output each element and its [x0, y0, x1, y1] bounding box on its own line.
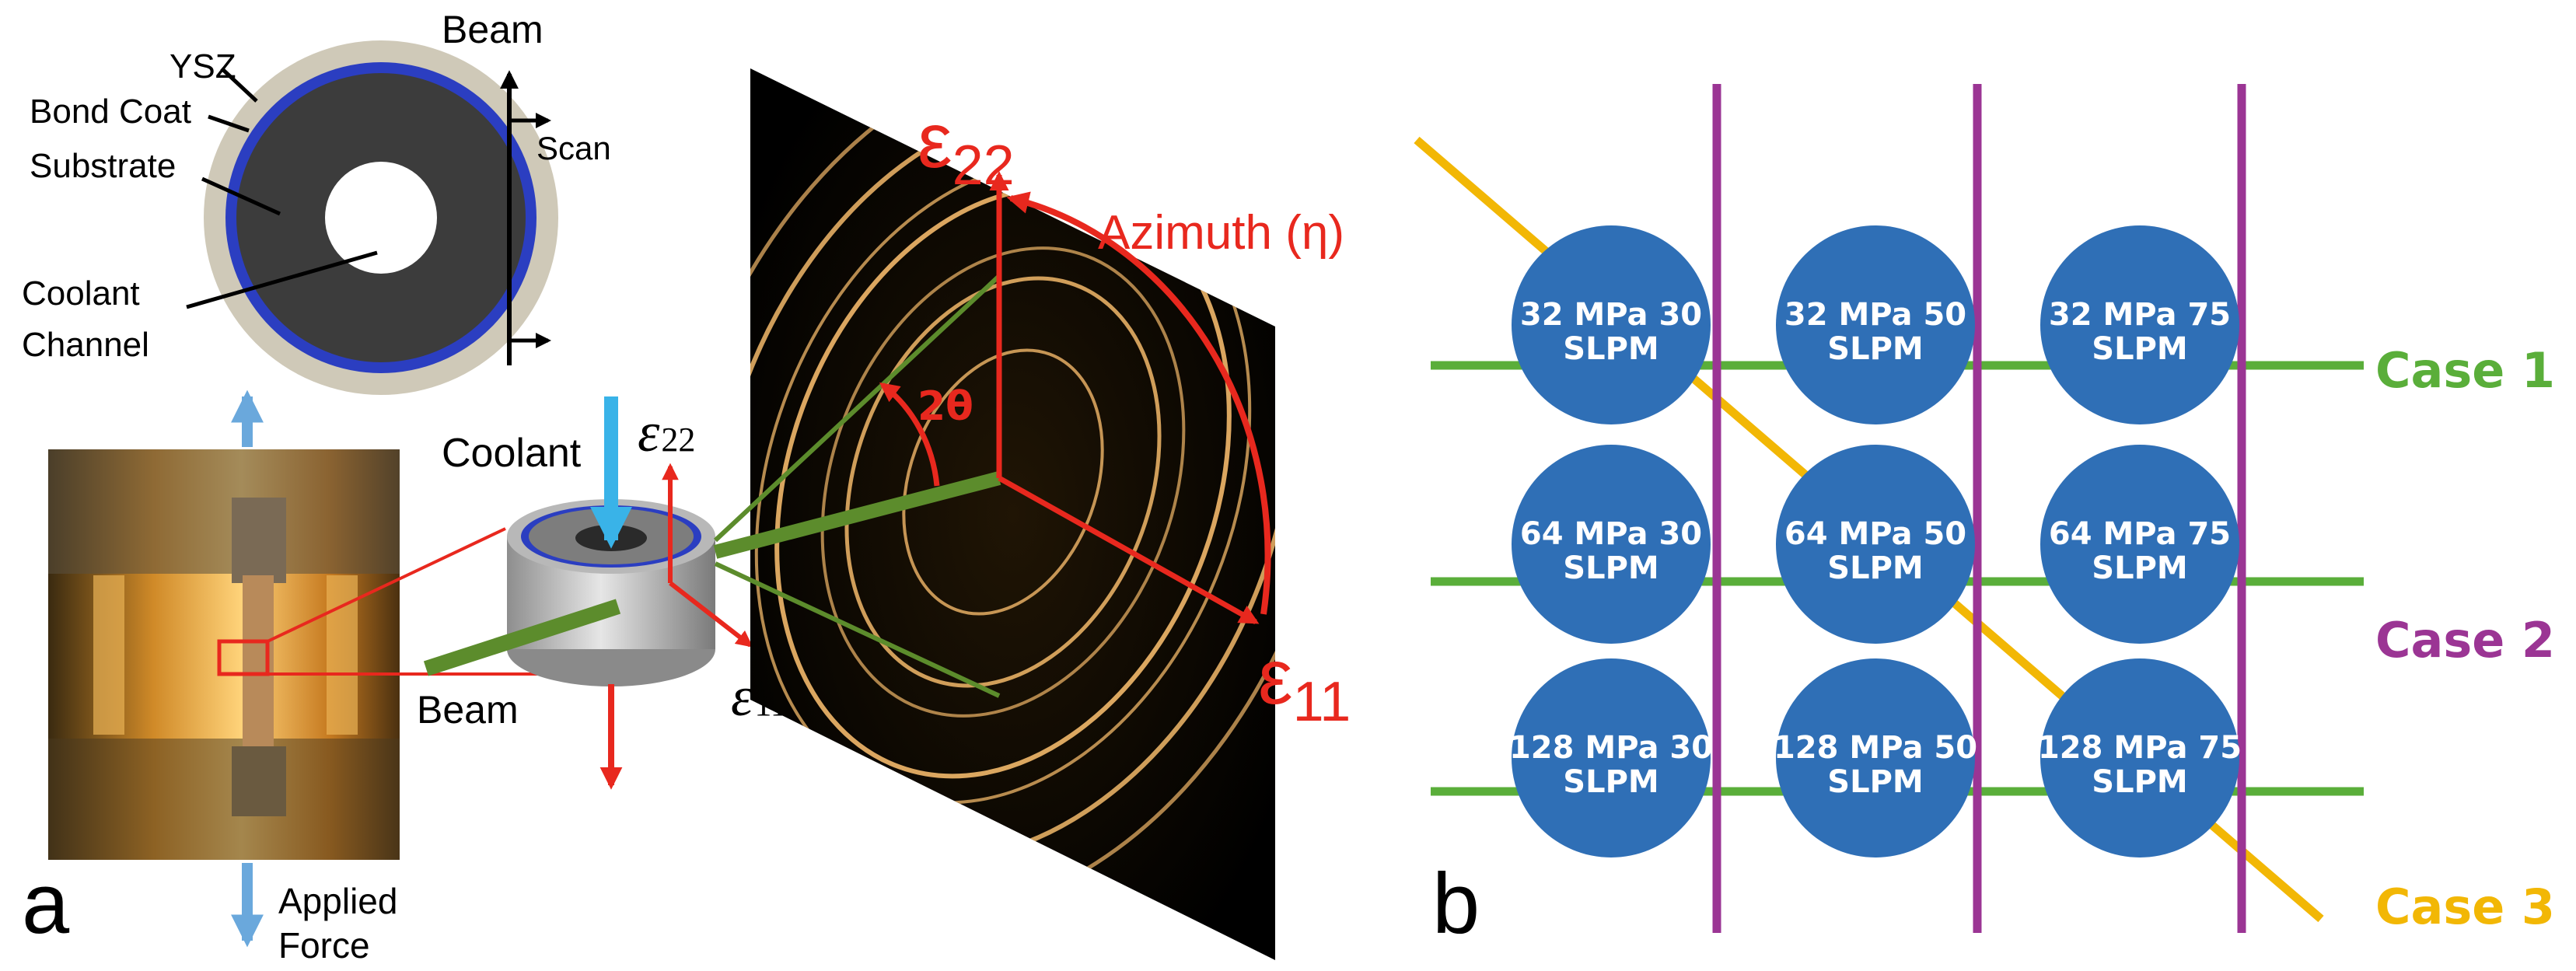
photo-zoom-box	[217, 639, 270, 676]
condition-32mpa-50slpm: 32 MPa 50 SLPM	[1776, 225, 1975, 424]
applied-force-label-1: Applied	[278, 881, 397, 921]
condition-line1: 64 MPa 30	[1520, 516, 1702, 552]
condition-line1: 32 MPa 30	[1520, 297, 1702, 333]
panel-a-label: a	[22, 856, 70, 952]
azimuth-label: Azimuth (η)	[1098, 206, 1344, 260]
coolant-leader	[186, 250, 378, 309]
transmitted-beam	[713, 471, 1001, 559]
applied-force-label-2: Force	[278, 925, 370, 966]
coolant-channel-label-2: Channel	[22, 326, 149, 364]
azimuth-arc	[1006, 191, 1271, 615]
beam-label-top: Beam	[442, 8, 544, 51]
condition-line1: 64 MPa 75	[2049, 516, 2231, 552]
specimen-e22-label: ε22	[638, 401, 695, 463]
case-1-label: Case 1	[2375, 342, 2555, 399]
condition-line2: SLPM	[1563, 550, 1658, 586]
beam-label-specimen: Beam	[417, 688, 519, 732]
condition-line1: 32 MPa 75	[2049, 297, 2231, 333]
detector-e11-label: ε11	[1258, 634, 1351, 733]
incident-beam	[423, 599, 621, 676]
condition-64mpa-30slpm: 64 MPa 30 SLPM	[1512, 445, 1711, 644]
condition-64mpa-75slpm: 64 MPa 75 SLPM	[2040, 445, 2239, 644]
condition-line2: SLPM	[2092, 550, 2187, 586]
two-theta-arc	[879, 382, 940, 487]
condition-line1: 64 MPa 50	[1784, 516, 1966, 552]
condition-line1: 32 MPa 50	[1784, 297, 1966, 333]
condition-line1: 128 MPa 75	[2038, 730, 2242, 766]
coolant-channel-label-1: Coolant	[22, 274, 140, 313]
condition-128mpa-75slpm: 128 MPa 75 SLPM	[2038, 658, 2242, 857]
condition-line2: SLPM	[1563, 331, 1658, 367]
specimen-e11-arrow	[669, 581, 753, 648]
condition-line1: 128 MPa 30	[1509, 730, 1713, 766]
panel-b: 32 MPa 30 SLPM 32 MPa 50 SLPM 32 MPa 75 …	[1414, 84, 2555, 952]
condition-128mpa-30slpm: 128 MPa 30 SLPM	[1509, 658, 1713, 857]
condition-grid: 32 MPa 30 SLPM 32 MPa 50 SLPM 32 MPa 75 …	[1509, 225, 2242, 857]
detector-plane	[750, 68, 1275, 960]
panel-b-label: b	[1432, 856, 1480, 952]
condition-line2: SLPM	[1827, 331, 1923, 367]
substrate-leader	[201, 176, 281, 216]
panel-a: YSZ Bond Coat Substrate Coolant Channel …	[22, 8, 1351, 966]
condition-line2: SLPM	[1827, 764, 1923, 800]
condition-line2: SLPM	[1827, 550, 1923, 586]
substrate-label: Substrate	[30, 147, 176, 185]
condition-128mpa-50slpm: 128 MPa 50 SLPM	[1774, 658, 1977, 857]
two-theta-label: 2θ	[918, 383, 973, 430]
detector-e22-label: ε22	[918, 97, 1015, 197]
condition-32mpa-30slpm: 32 MPa 30 SLPM	[1512, 225, 1711, 424]
condition-line1: 128 MPa 50	[1774, 730, 1977, 766]
case-3-label: Case 3	[2375, 878, 2555, 935]
condition-line2: SLPM	[1563, 764, 1658, 800]
coolant-channel	[325, 162, 437, 274]
diffracted-beam-upper	[713, 274, 1001, 543]
coolant-label: Coolant	[442, 431, 582, 476]
scan-label: Scan	[537, 130, 611, 166]
zoom-line-top	[267, 527, 506, 643]
condition-64mpa-50slpm: 64 MPa 50 SLPM	[1776, 445, 1975, 644]
condition-line2: SLPM	[2092, 331, 2187, 367]
ysz-label: YSZ	[170, 47, 236, 86]
condition-32mpa-75slpm: 32 MPa 75 SLPM	[2040, 225, 2239, 424]
bond-coat-label: Bond Coat	[30, 93, 191, 131]
detector-e11-arrow	[998, 475, 1260, 625]
diffracted-beam-lower	[714, 561, 1001, 698]
load-frame-photo	[48, 449, 400, 860]
bond-coat-leader	[208, 114, 250, 133]
ysz-leader	[220, 67, 258, 103]
condition-line2: SLPM	[2092, 764, 2187, 800]
case-2-label: Case 2	[2375, 612, 2555, 669]
tube-cross-section: YSZ Bond Coat Substrate Coolant Channel …	[22, 8, 611, 395]
